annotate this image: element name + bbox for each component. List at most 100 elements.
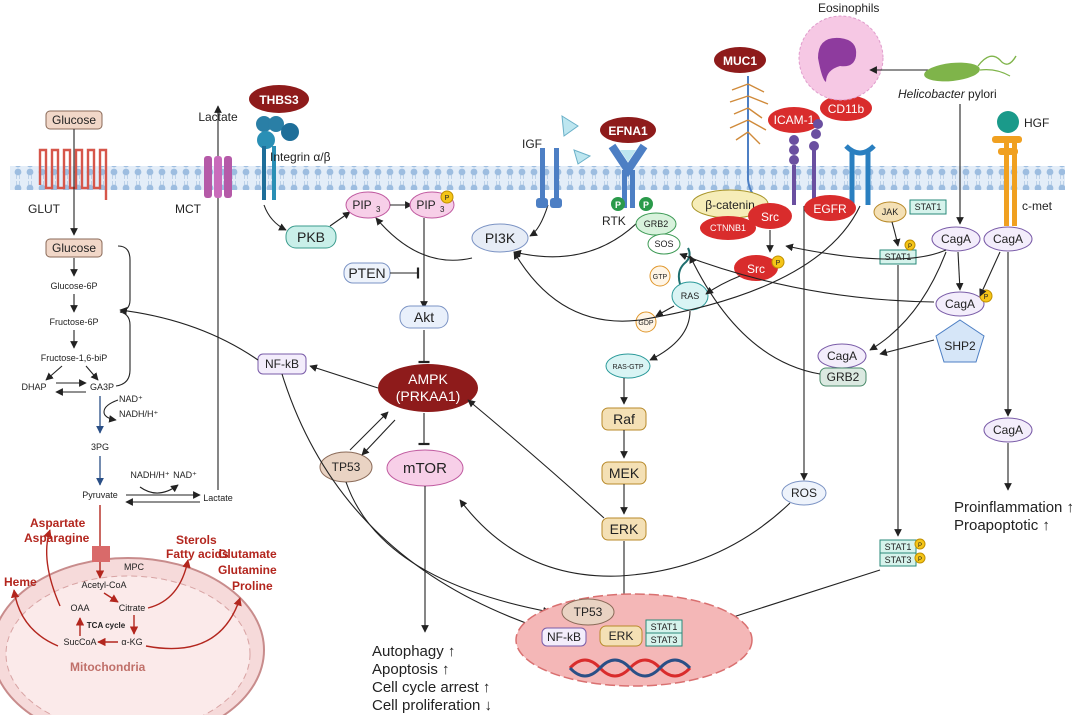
svg-text:STAT3: STAT3	[885, 555, 912, 565]
caga-node-3	[935, 291, 985, 317]
caga-node-1	[931, 226, 981, 252]
svg-text:IGF: IGF	[522, 137, 542, 151]
svg-text:MPC: MPC	[124, 562, 145, 572]
svg-text:Fatty acids: Fatty acids	[166, 547, 229, 561]
svg-text:GRB2: GRB2	[644, 219, 669, 229]
erk-node	[601, 517, 647, 541]
svg-text:STAT1: STAT1	[651, 622, 678, 632]
svg-text:Integrin α/β: Integrin α/β	[270, 150, 331, 164]
svg-text:Cell proliferation ↓: Cell proliferation ↓	[372, 697, 492, 714]
svg-text:STAT1: STAT1	[915, 202, 942, 212]
svg-text:NF-kB: NF-kB	[265, 357, 299, 371]
svg-text:TP53: TP53	[332, 460, 361, 474]
svg-text:3: 3	[376, 205, 381, 214]
svg-text:c-met: c-met	[1022, 199, 1053, 213]
svg-text:Eosinophils: Eosinophils	[818, 1, 879, 15]
svg-text:DHAP: DHAP	[21, 382, 46, 392]
svg-text:ROS: ROS	[791, 486, 817, 500]
svg-text:NAD⁺: NAD⁺	[119, 394, 143, 404]
svg-text:JAK: JAK	[882, 207, 899, 217]
svg-text:EFNA1: EFNA1	[608, 124, 648, 138]
mpc-transporter-icon	[92, 546, 110, 562]
akt-node	[399, 305, 449, 329]
svg-text:α-KG: α-KG	[121, 637, 142, 647]
glycolysis-panel: Glucose GLUT Glucose Glucose-6P Fructose…	[21, 105, 238, 548]
svg-text:THBS3: THBS3	[259, 93, 299, 107]
muc1-mucin-icon	[729, 76, 769, 203]
svg-text:Asparagine: Asparagine	[24, 531, 90, 545]
svg-text:GRB2: GRB2	[827, 370, 860, 384]
svg-text:(PRKAA1): (PRKAA1)	[396, 388, 461, 404]
svg-text:Src: Src	[761, 210, 779, 224]
svg-text:Glutamine: Glutamine	[218, 563, 277, 577]
svg-text:Lactate: Lactate	[198, 110, 238, 124]
svg-text:Aspartate: Aspartate	[30, 516, 86, 530]
svg-text:Fructose-6P: Fructose-6P	[49, 317, 98, 327]
svg-text:P: P	[643, 200, 649, 210]
egfr-receptor	[844, 144, 876, 205]
caga-node-2	[983, 226, 1033, 252]
src-node-1	[748, 203, 792, 229]
svg-text:RAS-GTP: RAS-GTP	[612, 364, 643, 371]
gtp-node	[649, 265, 671, 287]
svg-text:TCA cycle: TCA cycle	[87, 621, 126, 630]
svg-text:RAS: RAS	[681, 291, 700, 301]
nucleus-tp53	[561, 598, 615, 626]
svg-text:Raf: Raf	[613, 411, 635, 427]
hgf-ligand-icon	[997, 111, 1019, 133]
svg-text:Fructose-1,6-biP: Fructose-1,6-biP	[41, 353, 108, 363]
svg-text:PTEN: PTEN	[348, 265, 385, 281]
eosinophil-icon	[798, 15, 884, 101]
muc1-badge	[714, 47, 766, 73]
cmet-receptor	[992, 136, 1022, 226]
svg-text:Helicobacter pylori: Helicobacter pylori	[898, 87, 997, 101]
svg-text:mTOR: mTOR	[403, 460, 447, 477]
svg-text:STAT1: STAT1	[885, 252, 912, 262]
svg-text:3PG: 3PG	[91, 442, 109, 452]
jak-node	[873, 201, 907, 223]
icam1-receptor	[789, 119, 823, 205]
rasgtp-node	[605, 353, 651, 379]
svg-text:STAT3: STAT3	[651, 635, 678, 645]
ampk-node	[378, 364, 478, 412]
svg-text:CagA: CagA	[827, 349, 857, 363]
stat1-cytoplasm-box	[879, 249, 917, 265]
pi3k-node	[471, 223, 529, 253]
svg-text:Sterols: Sterols	[176, 533, 217, 547]
svg-text:P: P	[984, 294, 989, 301]
svg-text:Pyruvate: Pyruvate	[82, 490, 118, 500]
svg-text:MCT: MCT	[175, 202, 202, 216]
ros-node	[781, 480, 827, 506]
svg-text:ERK: ERK	[609, 629, 634, 643]
svg-text:Glucose: Glucose	[52, 113, 96, 127]
svg-text:RTK: RTK	[602, 214, 626, 228]
svg-text:CagA: CagA	[993, 423, 1023, 437]
mitochondria: MPC Acetyl-CoA OAA Citrate TCA cycle Suc…	[0, 516, 277, 715]
svg-text:Akt: Akt	[414, 309, 434, 325]
svg-text:SHP2: SHP2	[944, 339, 976, 353]
svg-text:HGF: HGF	[1024, 116, 1049, 130]
egfr-badge	[804, 195, 856, 221]
svg-text:Heme: Heme	[4, 575, 37, 589]
rtk-receptor	[608, 143, 648, 208]
svg-text:GLUT: GLUT	[28, 202, 61, 216]
svg-text:Autophagy ↑: Autophagy ↑	[372, 643, 455, 660]
sos-node	[647, 233, 681, 255]
svg-text:MUC1: MUC1	[723, 54, 757, 68]
svg-text:PKB: PKB	[297, 229, 325, 245]
svg-text:Proline: Proline	[232, 579, 273, 593]
mct-transporter-icon	[204, 156, 232, 198]
svg-text:SOS: SOS	[654, 239, 673, 249]
svg-text:CagA: CagA	[945, 297, 975, 311]
gdp-node	[635, 311, 657, 333]
shp2-pentagon	[935, 319, 985, 363]
stat1-membrane-box	[909, 199, 947, 215]
icam1-badge	[768, 107, 820, 133]
grb2-cag-node	[819, 367, 867, 387]
svg-text:NAD⁺: NAD⁺	[173, 470, 197, 480]
svg-text:Acetyl-CoA: Acetyl-CoA	[81, 580, 126, 590]
svg-text:Src: Src	[747, 262, 765, 276]
svg-text:Cell cycle arrest ↑: Cell cycle arrest ↑	[372, 679, 490, 696]
caga-node-5	[983, 417, 1033, 443]
svg-text:MEK: MEK	[609, 465, 640, 481]
